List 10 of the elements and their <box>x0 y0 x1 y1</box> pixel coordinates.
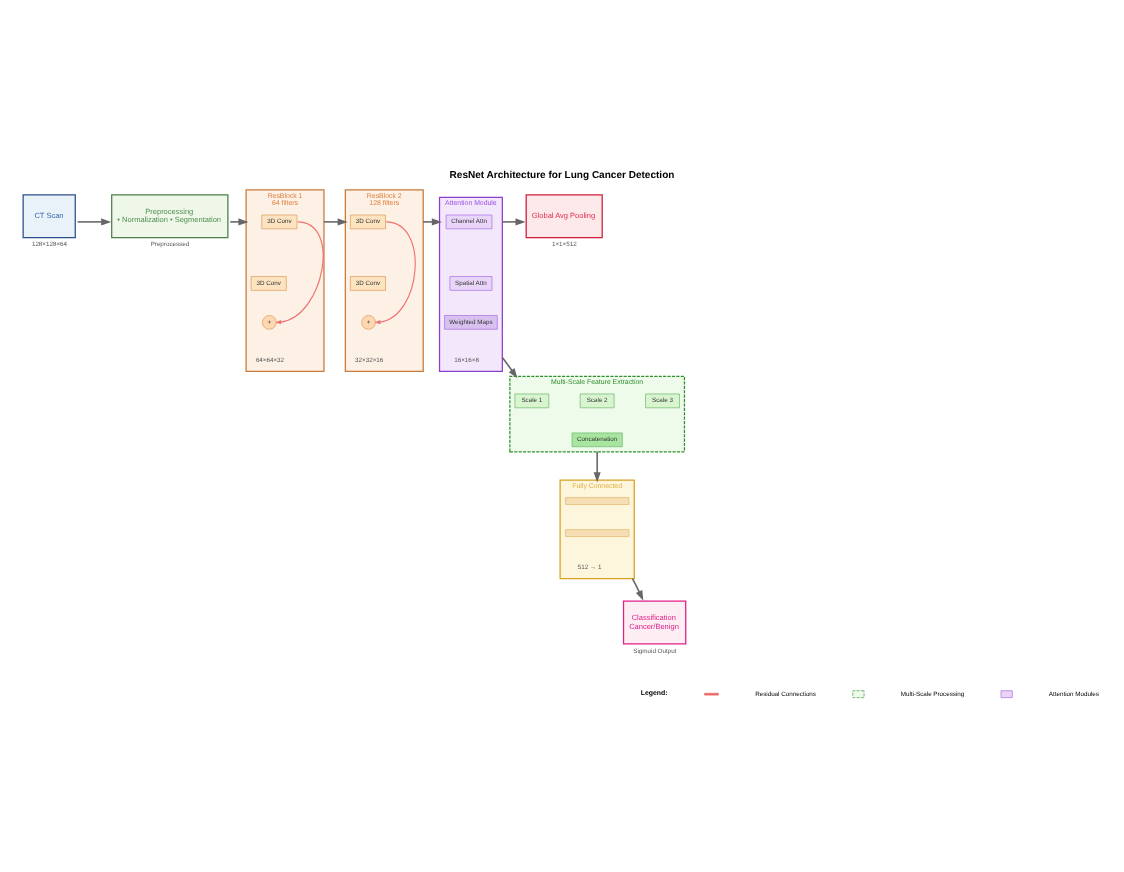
arrow <box>275 220 324 324</box>
arrow <box>593 449 601 482</box>
node-bar <box>565 528 630 536</box>
arrow <box>229 217 249 225</box>
node-bar <box>565 496 630 504</box>
arrow <box>76 217 112 225</box>
arrow <box>501 355 518 378</box>
arrow <box>501 217 526 225</box>
arrow <box>323 217 348 225</box>
arrow <box>374 220 416 324</box>
